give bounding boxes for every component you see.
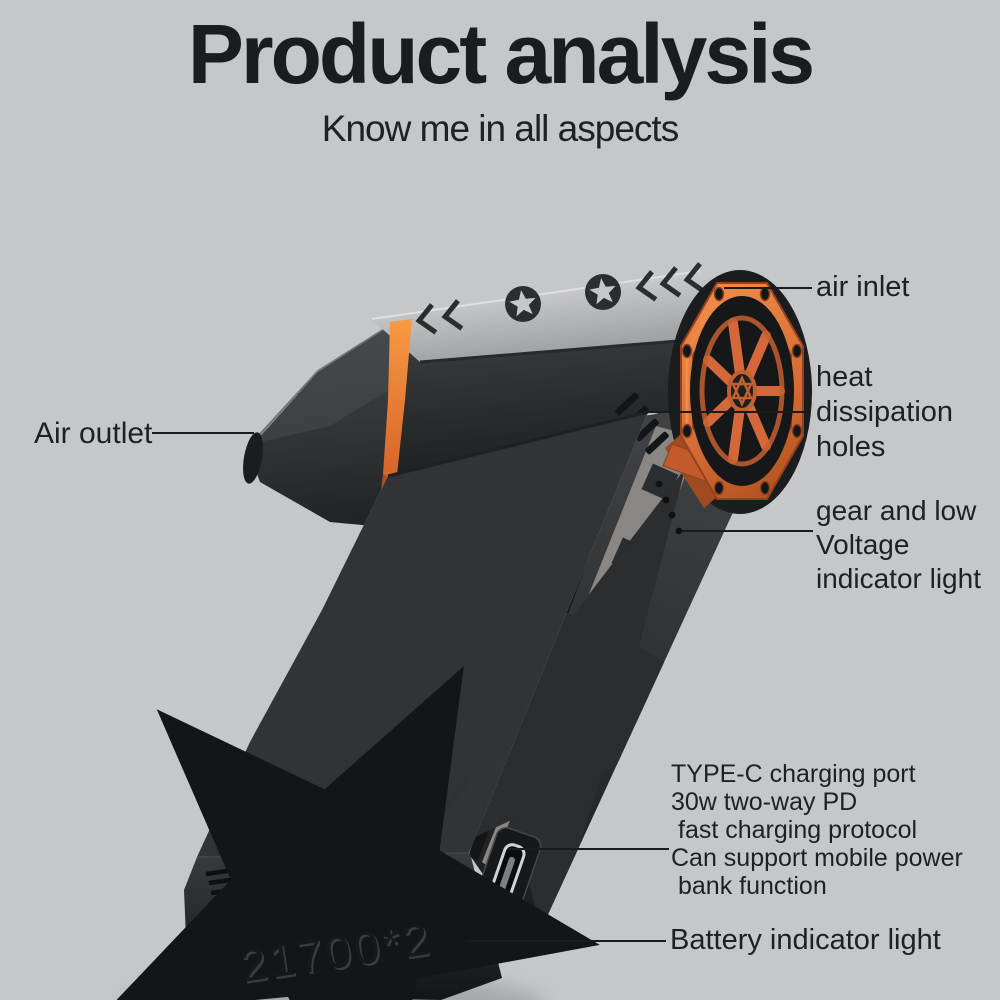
type-c-port (470, 827, 542, 929)
fan-housing (662, 270, 812, 514)
callout-label-air-outlet: Air outlet (34, 417, 153, 450)
fan-blades (703, 318, 785, 464)
callout-line-type-c (508, 848, 669, 850)
callout-label-air-inlet: air inlet (816, 271, 910, 303)
page-subtitle: Know me in all aspects (321, 108, 679, 149)
page-title: Product analysis (187, 7, 815, 101)
callout-line-air-inlet (724, 287, 812, 289)
fan-hub (727, 370, 757, 412)
air-outlet-opening (243, 432, 263, 484)
bottom-cap: 21700*2 21700*2 (184, 841, 502, 1000)
callout-line-battery (466, 940, 666, 942)
callout-label-heat-dissipation: heat dissipation holes (816, 361, 954, 463)
callout-label-battery: Battery indicator light (670, 924, 941, 956)
screw-holes (681, 286, 803, 496)
callout-line-heat-dissipation (644, 411, 810, 413)
callout-line-gear-low-voltage (681, 530, 813, 532)
callout-line-air-outlet (152, 432, 254, 434)
callout-label-type-c: TYPE-C charging port 30w two-way PD fast… (671, 760, 963, 900)
gear-indicator-dots (655, 480, 683, 535)
callout-label-gear-low-voltage: gear and low Voltage indicator light (816, 495, 981, 594)
star-icon (505, 274, 621, 322)
